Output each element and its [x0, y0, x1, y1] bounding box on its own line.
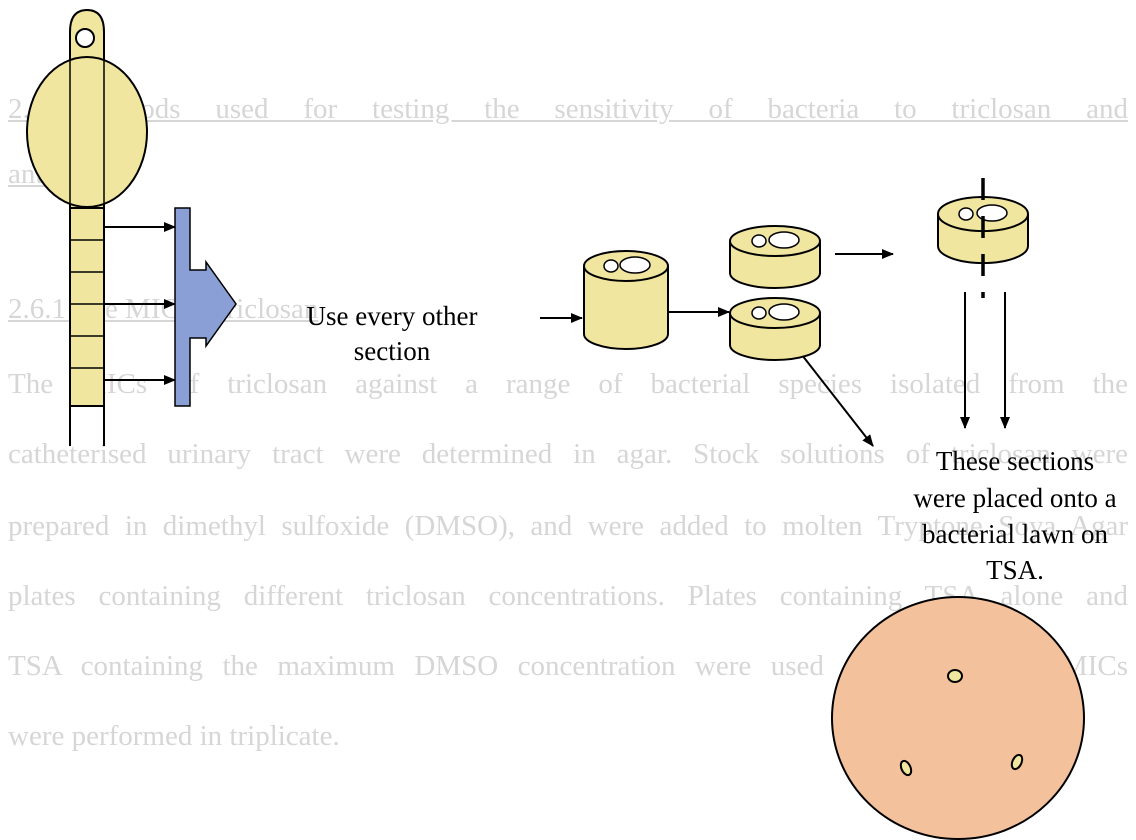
lumen-small	[751, 234, 767, 248]
catheter-section-cut	[937, 178, 1029, 298]
lumen-large	[619, 256, 651, 274]
blue-selection-arrow	[174, 207, 237, 407]
ghost-paragraph-line: prepared in dimethyl sulfoxide (DMSO), a…	[8, 510, 1128, 542]
placed-section	[1010, 753, 1024, 771]
agar-plate	[831, 596, 1085, 840]
placed-section	[947, 669, 963, 683]
catheter-section-long	[583, 250, 669, 350]
cylinder-body	[583, 266, 669, 350]
ghost-paragraph-line: catheterised urinary tract were determin…	[8, 438, 1128, 470]
ghost-paragraph-line: The MICs of triclosan against a range of…	[8, 368, 1128, 400]
lumen-large	[768, 231, 800, 249]
label-place-line-4: TSA.	[986, 555, 1044, 585]
label-place-line-3: bacterial lawn on	[922, 519, 1108, 549]
label-select-line-2: section	[353, 336, 431, 366]
ghost-paragraph-line: were performed in triplicate.	[8, 720, 340, 752]
lumen-large	[768, 303, 800, 321]
catheter-section-lower	[729, 297, 821, 361]
label-place-line-1: These sections	[935, 446, 1095, 476]
agar-plate-disc	[831, 596, 1085, 840]
catheter	[26, 8, 148, 446]
lumen-small	[751, 306, 767, 320]
lumen-small	[958, 207, 974, 221]
ghost-heading-2: 2.6.1 The MIC of triclosan	[8, 293, 319, 325]
catheter-section-upper	[729, 225, 821, 289]
balloon	[26, 56, 148, 208]
catheter-sections	[69, 207, 105, 407]
ghost-heading-1: 2.6 Methods used for testing the sensiti…	[8, 93, 1128, 125]
label-select-line-1: Use every other	[306, 301, 478, 331]
placed-section	[899, 759, 913, 777]
eyelet	[75, 28, 95, 48]
flow-arrow	[801, 354, 874, 447]
label-place-line-2: were placed onto a	[913, 483, 1117, 513]
lumen-small	[603, 259, 619, 273]
